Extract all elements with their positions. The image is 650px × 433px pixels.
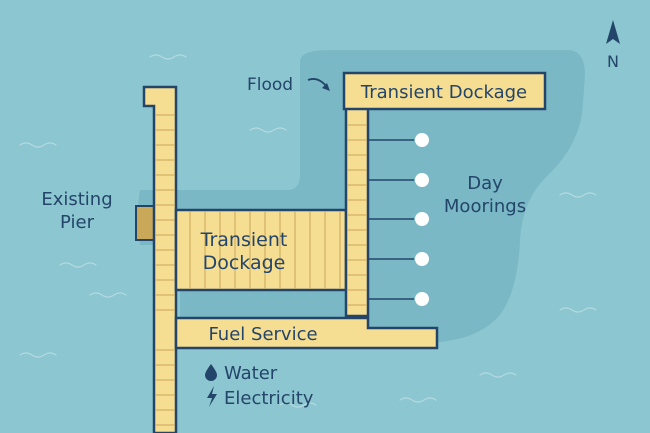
main-pier (142, 85, 178, 433)
water-drop-icon (205, 364, 217, 381)
right-pier (344, 106, 370, 318)
water-label: Water (224, 363, 278, 384)
day-moorings-group (369, 133, 429, 306)
existing-pier-label-line1: Existing (41, 189, 112, 210)
transient-dockage-top-label: Transient Dockage (360, 82, 527, 103)
electricity-bolt-icon (207, 386, 217, 407)
flood-label: Flood (247, 75, 293, 95)
transient-dockage-top (342, 71, 547, 111)
fuel-service-dock (174, 316, 439, 350)
flood-arrow-icon (307, 78, 330, 91)
electricity-label: Electricity (224, 388, 314, 409)
water-waves (19, 54, 597, 408)
transient-dockage-center-label-line2: Dockage (203, 252, 286, 274)
north-label: N (607, 52, 619, 71)
mooring-ball (415, 173, 429, 187)
day-moorings-label-line1: Day (467, 173, 503, 194)
fuel-service-label: Fuel Service (208, 324, 317, 345)
transient-dockage-center-label-line1: Transient (200, 229, 288, 251)
existing-pier-label-line2: Pier (60, 212, 95, 233)
day-moorings-label-line2: Moorings (444, 196, 526, 217)
mooring-ball (415, 252, 429, 266)
transient-dockage-center-planks (189, 211, 341, 289)
mooring-ball (415, 292, 429, 306)
north-arrow-icon (606, 20, 620, 44)
right-pier-planks (347, 124, 367, 306)
existing-pier-block (135, 205, 155, 241)
mooring-ball (415, 133, 429, 147)
mooring-ball (415, 212, 429, 226)
transient-dockage-center (174, 208, 348, 292)
main-pier-planks (155, 114, 175, 426)
